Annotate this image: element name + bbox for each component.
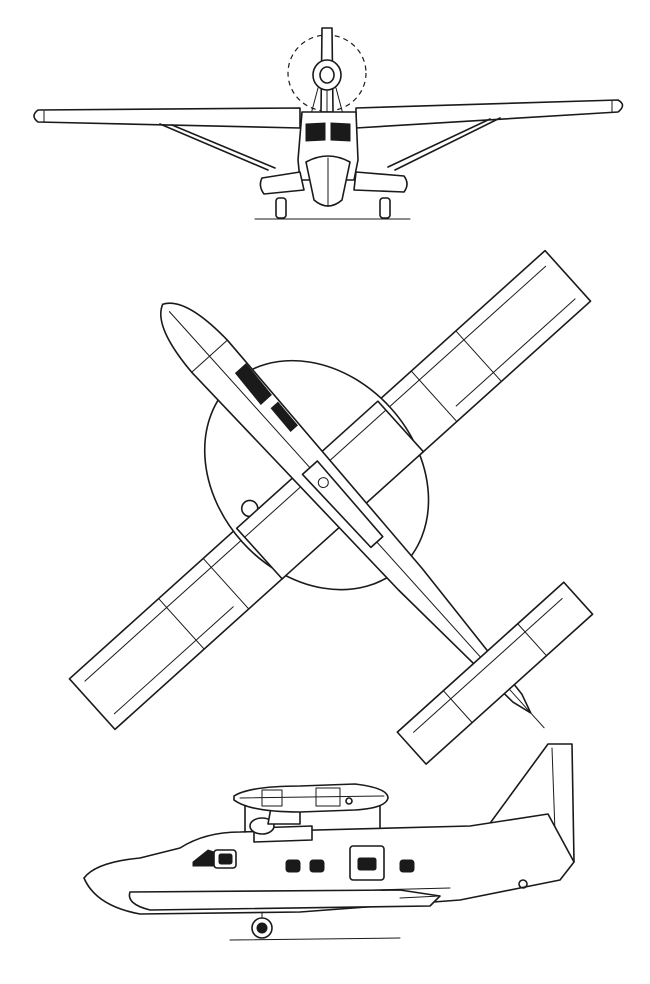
cabin-window [285, 859, 301, 873]
horizontal-tail [396, 581, 594, 765]
left-strut [159, 123, 269, 171]
wing-side-engine [233, 783, 389, 813]
right-gear [379, 197, 391, 219]
right-wing [355, 99, 624, 129]
engine-pod [301, 460, 384, 549]
engine-nacelle [312, 59, 342, 91]
left-wing [33, 107, 301, 129]
right-strut [394, 117, 501, 171]
windshield-left [305, 122, 326, 142]
sponson [128, 889, 441, 911]
cockpit-window [234, 363, 272, 405]
fuselage-side [83, 813, 575, 915]
left-gear [275, 197, 287, 219]
right-float [353, 171, 408, 193]
ground-line-side [229, 937, 401, 941]
windshield-right [330, 122, 351, 142]
side-view [83, 743, 575, 941]
front-view [33, 27, 624, 220]
top-view [68, 249, 594, 765]
left-float [259, 171, 305, 195]
